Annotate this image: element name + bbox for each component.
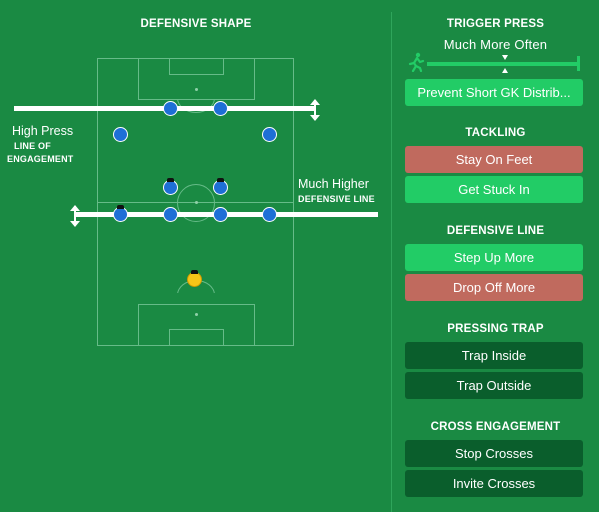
player-role-notch	[167, 178, 174, 182]
instructions-panel: TRIGGER PRESS Much More Often Prevent Sh…	[392, 0, 599, 512]
player-marker[interactable]	[213, 101, 228, 116]
trigger-press-value: Much More Often	[443, 37, 548, 52]
player-role-notch	[191, 270, 198, 274]
bottom-penalty-spot	[195, 313, 198, 316]
prevent-short-gk-distribution-button[interactable]: Prevent Short GK Distrib...	[405, 79, 583, 106]
pitch	[97, 58, 294, 346]
engagement-drag-handle-icon[interactable]	[310, 99, 320, 121]
cross-engagement-title: CROSS ENGAGEMENT	[430, 421, 561, 433]
defensive-line-drag-handle-icon[interactable]	[70, 205, 80, 227]
get-stuck-in-button[interactable]: Get Stuck In	[405, 176, 583, 203]
step-up-more-button[interactable]: Step Up More	[405, 244, 583, 271]
player-role-notch	[117, 205, 124, 209]
defensive-line-title: DEFENSIVE LINE	[446, 225, 545, 237]
player-marker[interactable]	[262, 127, 277, 142]
stay-on-feet-button[interactable]: Stay On Feet	[405, 146, 583, 173]
running-player-icon	[408, 52, 425, 72]
defensive-shape-title: DEFENSIVE SHAPE	[140, 18, 252, 30]
trigger-press-slider-track[interactable]	[427, 62, 579, 66]
center-circle	[177, 184, 215, 222]
center-spot	[195, 201, 198, 204]
defensive-line-sublabel: DEFENSIVE LINE	[298, 194, 375, 204]
defensive-line-value: Much Higher	[298, 177, 369, 191]
trap-inside-button[interactable]: Trap Inside	[405, 342, 583, 369]
trigger-press-slider-thumb[interactable]	[501, 55, 509, 73]
player-marker[interactable]	[262, 207, 277, 222]
engagement-sublabel-1: LINE OF	[14, 141, 51, 151]
player-marker[interactable]	[113, 205, 128, 222]
panel-divider	[391, 12, 392, 512]
player-marker[interactable]	[163, 101, 178, 116]
pressing-trap-title: PRESSING TRAP	[447, 323, 544, 335]
engagement-value: High Press	[12, 124, 74, 138]
tackling-title: TACKLING	[465, 127, 526, 139]
player-role-notch	[217, 178, 224, 182]
goalkeeper-marker[interactable]	[187, 270, 202, 287]
player-marker[interactable]	[213, 207, 228, 222]
engagement-sublabel-2: ENGAGEMENT	[7, 154, 74, 164]
player-marker[interactable]	[213, 178, 228, 195]
player-marker[interactable]	[163, 207, 178, 222]
trigger-press-title: TRIGGER PRESS	[446, 18, 545, 30]
top-goal-box	[169, 58, 224, 75]
drop-off-more-button[interactable]: Drop Off More	[405, 274, 583, 301]
trap-outside-button[interactable]: Trap Outside	[405, 372, 583, 399]
trigger-press-slider-end	[577, 56, 580, 71]
stop-crosses-button[interactable]: Stop Crosses	[405, 440, 583, 467]
player-marker[interactable]	[113, 127, 128, 142]
bottom-goal-box	[169, 329, 224, 346]
invite-crosses-button[interactable]: Invite Crosses	[405, 470, 583, 497]
player-marker[interactable]	[163, 178, 178, 195]
top-penalty-spot	[195, 88, 198, 91]
defensive-shape-panel: DEFENSIVE SHAPE High Press LINE OF ENGAG…	[7, 18, 378, 346]
